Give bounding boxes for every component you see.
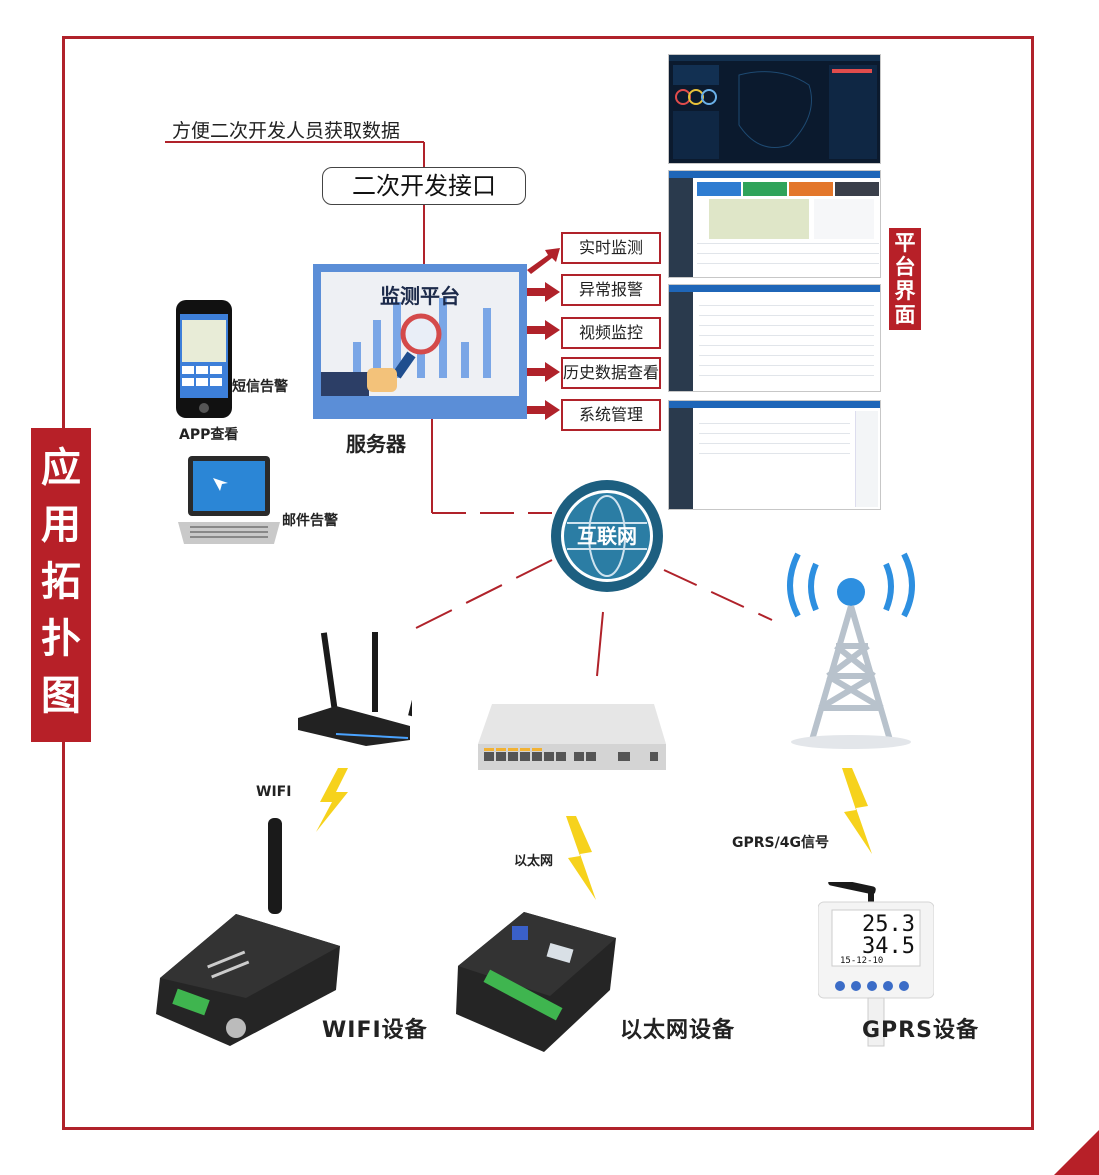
internet-tower-line (663, 569, 773, 621)
internet-label: 互联网 (577, 524, 637, 548)
side-title: 应 用 拓 扑 图 (31, 428, 91, 742)
dev-api-note: 方便二次开发人员获取数据 (172, 120, 401, 142)
laptop-icon (178, 456, 280, 544)
gprs-humidity-readout: 34.5 (862, 934, 915, 959)
gprs-temp-readout: 25.3 (862, 912, 915, 937)
wifi-device-label: WIFI设备 (322, 1018, 428, 1043)
email-alert-label: 邮件告警 (282, 513, 338, 529)
feature-system-management: 系统管理 (561, 399, 661, 431)
sms-alert-label: 短信告警 (232, 379, 288, 395)
internet-globe: 互联网 (551, 480, 663, 592)
app-view-label: APP查看 (179, 427, 239, 443)
internet-router-line (415, 559, 553, 629)
smartphone-icon (176, 300, 232, 418)
wifi-device-icon (156, 818, 340, 1046)
screenshot-device-list (668, 400, 881, 510)
cell-tower-icon (787, 552, 915, 749)
ethernet-lightning-icon (566, 816, 596, 900)
gprs-link-label: GPRS/4G信号 (732, 835, 829, 851)
feature-abnormal-alarm: 异常报警 (561, 274, 661, 306)
bar-chart-icon (321, 298, 491, 396)
screenshot-map-view (668, 170, 881, 278)
server-caption: 服务器 (346, 432, 406, 456)
screenshot-data-table (668, 284, 881, 392)
dev-api-box: 二次开发接口 (322, 167, 526, 205)
platform-title: 监测平台 (380, 284, 460, 308)
ethernet-switch-icon (478, 704, 666, 770)
feature-arrows (527, 248, 560, 420)
ethernet-link-label: 以太网 (514, 854, 554, 869)
corner-decoration (1054, 1130, 1099, 1175)
ethernet-device-icon (456, 912, 616, 1052)
platform-interface-tag: 平 台 界 面 (889, 228, 921, 330)
gprs-lightning-icon (842, 768, 872, 854)
gprs-date-readout: 15-12-10 (840, 956, 884, 966)
ethernet-device-label: 以太网设备 (620, 1018, 736, 1043)
gprs-device-label: GPRS设备 (862, 1018, 979, 1043)
gprs-device-icon: 25.3 34.5 15-12-10 (818, 882, 934, 1048)
monitoring-platform: 监测平台 (313, 264, 527, 419)
feature-video-monitoring: 视频监控 (561, 317, 661, 349)
wifi-router-icon (298, 632, 412, 746)
feature-realtime-monitoring: 实时监测 (561, 232, 661, 264)
wifi-link-label: WIFI (256, 784, 292, 800)
screenshot-dashboard-dark (668, 54, 881, 164)
platform-canvas (321, 272, 519, 396)
wifi-lightning-icon (316, 768, 348, 832)
feature-history-data: 历史数据查看 (561, 357, 661, 389)
globe-icon (561, 490, 653, 582)
internet-switch-line (596, 611, 604, 677)
